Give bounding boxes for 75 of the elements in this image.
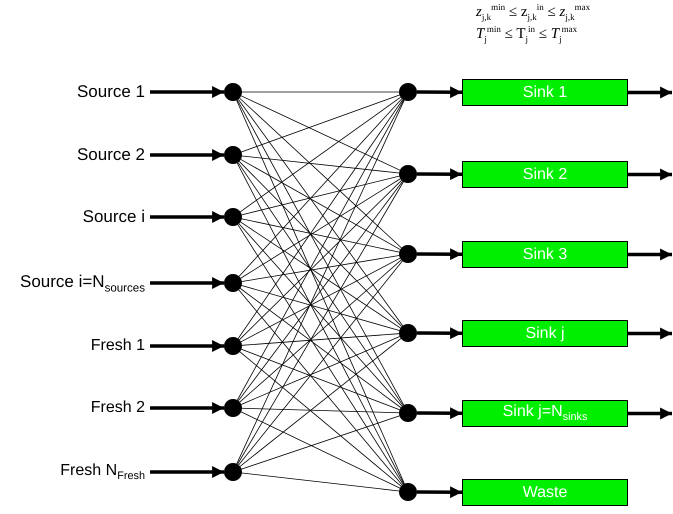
stream-label: Source 1 <box>76 80 150 104</box>
arrow <box>628 248 672 260</box>
connector-line <box>238 260 403 466</box>
arrow <box>417 486 462 498</box>
connector-line <box>241 255 400 282</box>
junction-dot <box>224 83 242 101</box>
sink-box: Waste <box>462 479 628 506</box>
arrow <box>150 466 224 478</box>
connector-line <box>240 336 400 405</box>
stream-label: Source i=N$_{sources}$ <box>20 271 150 295</box>
connector-line <box>241 285 400 331</box>
arrow <box>628 86 672 98</box>
junction-dot <box>399 324 417 342</box>
junction-dot <box>399 483 417 501</box>
connector-line <box>239 260 402 402</box>
sink-box: Sink 3 <box>462 241 628 268</box>
connector-line <box>241 94 400 152</box>
arrow <box>417 407 462 420</box>
sink-box: Sink 1 <box>462 79 628 106</box>
arrow <box>628 328 672 340</box>
connector-line <box>240 159 401 250</box>
connector-line <box>240 288 402 408</box>
junction-dot <box>224 208 242 226</box>
stream-label: Fresh 1 <box>90 334 150 358</box>
junction-dot <box>399 165 417 183</box>
junction-dot <box>224 146 242 164</box>
arrow <box>150 277 224 289</box>
connector-line <box>238 290 403 486</box>
connector-line <box>240 222 401 328</box>
junction-dot <box>224 399 242 417</box>
junction-dot <box>399 83 417 101</box>
junction-dot <box>224 337 242 355</box>
connector-line <box>240 412 400 488</box>
arrow <box>417 86 462 98</box>
sink-box: Sink j=N$_{sinks}$ <box>462 400 628 427</box>
connector-line <box>242 472 400 492</box>
connector-line <box>240 258 400 342</box>
connector-line <box>239 180 402 340</box>
connector-line <box>240 178 401 279</box>
connector-line <box>240 95 400 171</box>
connector-line <box>241 415 400 470</box>
junction-dot <box>224 274 242 292</box>
arrow <box>150 340 224 352</box>
stream-label: Source i <box>82 205 150 229</box>
arrow <box>150 149 224 161</box>
arrow <box>417 248 462 260</box>
connector-line <box>238 223 402 407</box>
stream-label: Source 2 <box>76 143 150 167</box>
connector-line <box>240 351 402 487</box>
arrow <box>417 327 462 340</box>
sink-box: Sink j <box>462 320 628 347</box>
arrow <box>150 86 224 98</box>
connector-line <box>238 98 402 277</box>
connector-line <box>242 333 400 346</box>
connector-line <box>239 98 402 248</box>
connector-line <box>241 218 400 253</box>
connector-line <box>240 96 402 212</box>
connector-line <box>241 176 400 216</box>
connector-line <box>238 161 402 327</box>
junction-dot <box>399 404 417 422</box>
connector-line <box>237 224 404 485</box>
junction-dot <box>224 463 242 481</box>
connector-line <box>241 348 400 410</box>
connector-line <box>240 338 402 467</box>
stream-label: Fresh N$_{Fresh}$ <box>60 460 150 484</box>
arrow <box>150 211 224 223</box>
connector-line <box>242 408 400 414</box>
arrow <box>628 168 672 180</box>
connector-line <box>242 156 400 174</box>
stream-label: Fresh 2 <box>90 396 150 420</box>
arrow <box>150 402 224 414</box>
arrow <box>628 408 672 420</box>
arrow <box>417 168 462 180</box>
sink-box: Sink 2 <box>462 161 628 188</box>
junction-dot <box>399 245 417 263</box>
